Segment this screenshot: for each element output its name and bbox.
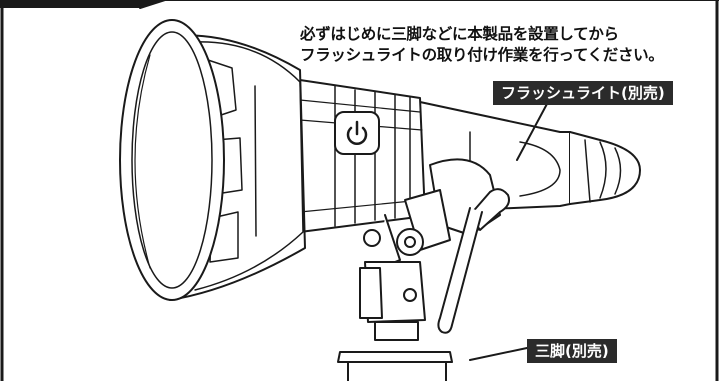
instruction-line-1: 必ずはじめに三脚などに本製品を設置してから — [300, 25, 619, 43]
frame-top-rule — [139, 0, 719, 9]
flashlight-neck — [299, 79, 426, 233]
ball-head — [359, 261, 426, 341]
instruction-line-2: フラッシュライトの取り付け作業を行ってください。 — [300, 46, 664, 64]
frame-top-tab — [0, 0, 165, 8]
flashlight-leader-line — [516, 101, 549, 161]
tripod-plate — [337, 351, 453, 381]
clamp-handle — [437, 188, 510, 334]
tripod-callout-label: 三脚(別売) — [527, 339, 617, 363]
tripod-leader-line — [469, 347, 528, 361]
flashlight-lens — [119, 19, 225, 301]
power-button-icon — [334, 111, 380, 155]
flashlight-callout-label: フラッシュライト(別売) — [493, 81, 673, 105]
